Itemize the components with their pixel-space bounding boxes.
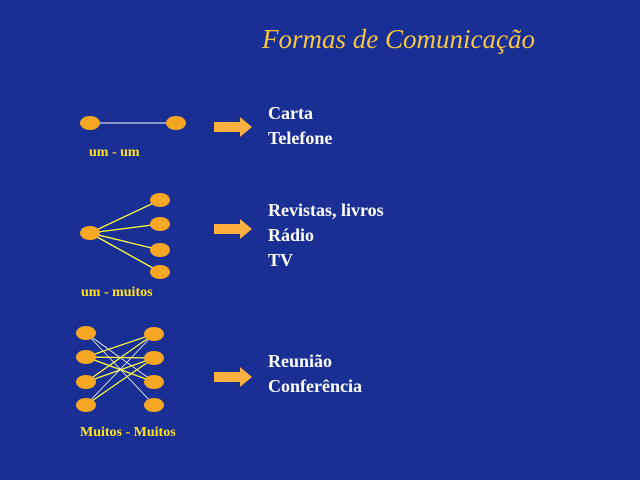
- media-item: TV: [268, 250, 294, 270]
- node: [76, 326, 96, 340]
- connection-line: [85, 333, 155, 383]
- connection-line: [89, 199, 161, 234]
- media-item: Carta: [268, 103, 313, 123]
- media-list-one-to-one: Carta Telefone: [268, 101, 332, 151]
- label-one-to-one: um - um: [89, 145, 140, 160]
- node: [144, 327, 164, 341]
- node: [150, 243, 170, 257]
- slide-title: Formas de Comunicação: [262, 24, 535, 54]
- node: [76, 350, 96, 364]
- right-arrow-icon: [214, 367, 252, 387]
- node: [166, 116, 186, 130]
- node: [76, 375, 96, 389]
- media-list-one-to-many: Revistas, livros Rádio TV: [268, 198, 384, 273]
- media-item: Conferência: [268, 376, 362, 396]
- node: [150, 265, 170, 279]
- node: [76, 398, 96, 412]
- media-list-many-to-many: Reunião Conferência: [268, 349, 362, 399]
- media-item: Telefone: [268, 128, 333, 148]
- diagram-one-to-one: [80, 116, 186, 130]
- media-item: Rádio: [268, 225, 315, 245]
- label-many-to-many: Muitos - Muitos: [80, 425, 176, 440]
- node: [80, 226, 100, 240]
- media-item: Revistas, livros: [268, 200, 384, 220]
- node: [144, 375, 164, 389]
- node: [150, 217, 170, 231]
- node: [144, 398, 164, 412]
- right-arrow-icon: [214, 117, 252, 137]
- connection-line: [85, 357, 155, 406]
- node: [80, 116, 100, 130]
- right-arrow-icon: [214, 219, 252, 239]
- connection-line: [89, 232, 161, 273]
- node: [144, 351, 164, 365]
- connection-line: [85, 333, 155, 358]
- node: [150, 193, 170, 207]
- media-item: Reunião: [268, 351, 333, 371]
- connection-line: [89, 223, 161, 234]
- diagram-one-to-many: [80, 193, 170, 279]
- label-one-to-many: um - muitos: [81, 285, 153, 300]
- connection-line: [89, 232, 161, 251]
- connection-line: [85, 333, 155, 406]
- diagram-many-to-many: [76, 326, 164, 412]
